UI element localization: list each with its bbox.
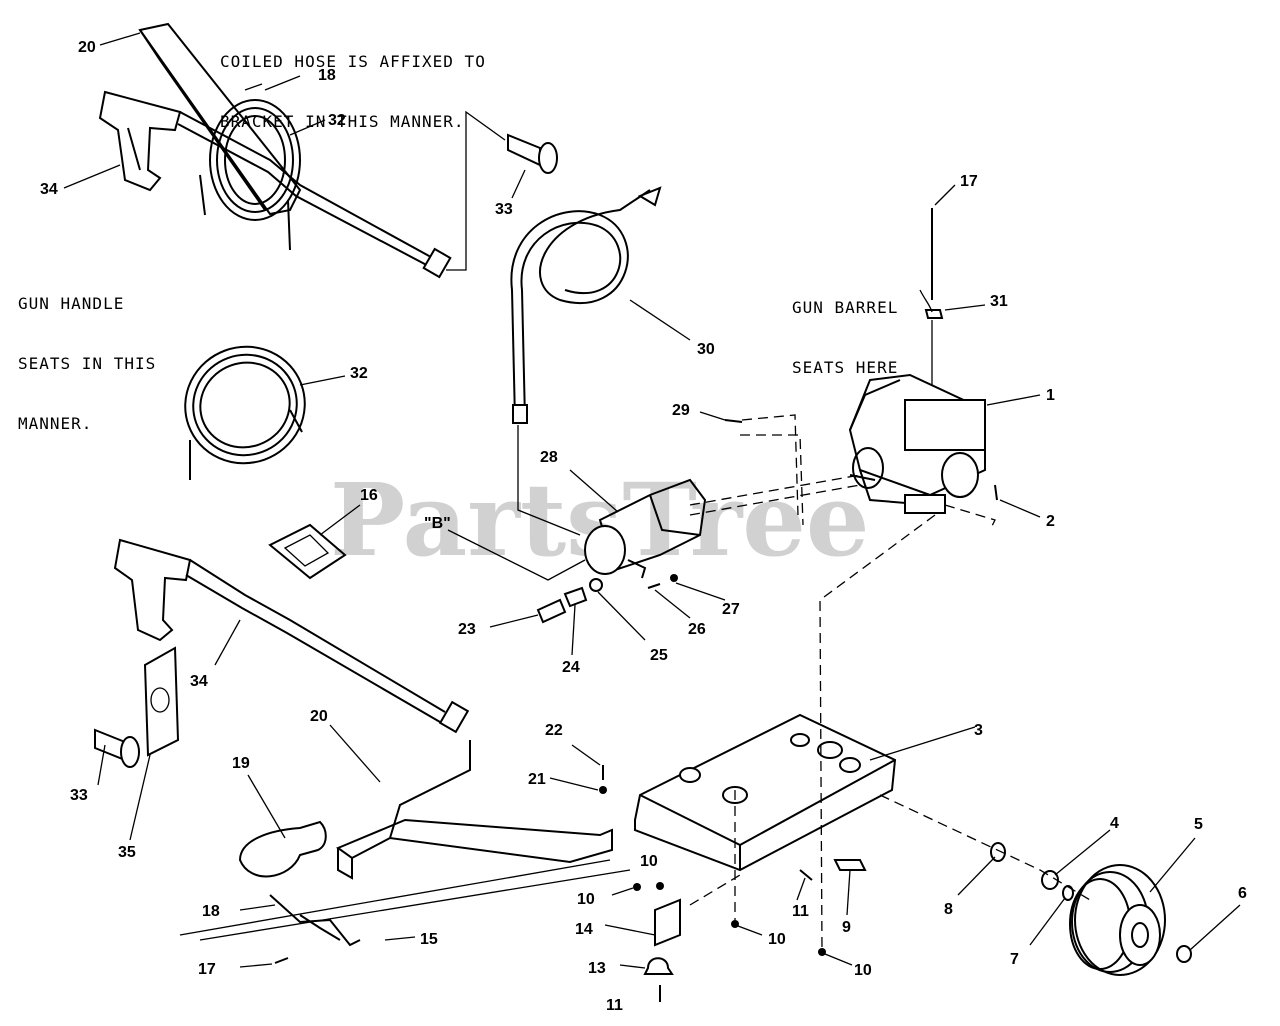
part-5-wheel <box>1069 837 1196 976</box>
part-3-base-frame <box>634 713 976 872</box>
callout-c31: 31 <box>990 293 1008 310</box>
callout-c10d: 10 <box>854 962 872 979</box>
note-line: MANNER. <box>18 414 93 433</box>
part-32-hose-coil <box>184 345 346 480</box>
part-28-pump <box>569 469 707 579</box>
note-line: BRACKET IN THIS MANNER. <box>220 112 465 131</box>
part-16-decal <box>268 504 361 580</box>
note-line: COILED HOSE IS AFFIXED TO <box>220 52 486 71</box>
callout-c35: 35 <box>118 844 136 861</box>
callout-c20b: 20 <box>310 708 328 725</box>
callout-c24: 24 <box>562 659 580 676</box>
gun-on-bracket-assembly <box>63 22 452 279</box>
callout-c14: 14 <box>575 921 593 938</box>
callout-c17a: 17 <box>960 173 978 190</box>
callout-c8: 8 <box>944 901 953 918</box>
callout-c10c: 10 <box>768 931 786 948</box>
part-30-hose <box>510 186 691 536</box>
part-20-handle <box>238 724 613 880</box>
callout-c22: 22 <box>545 722 563 739</box>
callout-c34a: 34 <box>40 181 58 198</box>
callout-c32a: 32 <box>328 112 346 129</box>
callout-c30: 30 <box>697 341 715 358</box>
callout-c20a: 20 <box>78 39 96 56</box>
callout-c10a: 10 <box>577 891 595 908</box>
note-line: GUN BARREL <box>792 298 899 317</box>
callout-c2: 2 <box>1046 513 1055 530</box>
callout-c15: 15 <box>420 931 438 948</box>
callout-c3: 3 <box>974 722 983 739</box>
callout-cB: "B" <box>424 515 451 532</box>
callout-c10b: 10 <box>640 853 658 870</box>
callout-c28: 28 <box>540 449 558 466</box>
callout-c33b: 33 <box>70 787 88 804</box>
callout-c32b: 32 <box>350 365 368 382</box>
callout-c6: 6 <box>1238 885 1247 902</box>
callout-c11b: 11 <box>606 997 623 1014</box>
gun-handle-note: GUN HANDLE SEATS IN THIS MANNER. <box>18 254 156 454</box>
callout-c33a: 33 <box>495 201 513 218</box>
callout-c1: 1 <box>1046 387 1055 404</box>
callout-c27: 27 <box>722 601 740 618</box>
callout-c23: 23 <box>458 621 476 638</box>
callout-c4: 4 <box>1110 815 1119 832</box>
part-1-engine <box>848 373 1041 514</box>
note-line: SEATS HERE <box>792 358 899 377</box>
callout-c16: 16 <box>360 487 378 504</box>
note-line: GUN HANDLE <box>18 294 125 313</box>
note-line: SEATS IN THIS <box>18 354 157 373</box>
callout-c17b: 17 <box>198 961 216 978</box>
coiled-hose-note: COILED HOSE IS AFFIXED TO BRACKET IN THI… <box>220 12 486 152</box>
callout-labels: 20183234333017311229321628"B"23242526273… <box>40 39 1247 1014</box>
part-33-top-fitting <box>507 133 558 199</box>
callout-c25: 25 <box>650 647 668 664</box>
callout-c5: 5 <box>1194 816 1203 833</box>
callout-c18a: 18 <box>318 67 336 84</box>
callout-c19: 19 <box>232 755 250 772</box>
callout-c13: 13 <box>588 960 606 977</box>
callout-c7: 7 <box>1010 951 1019 968</box>
callout-c34b: 34 <box>190 673 208 690</box>
gun-barrel-note: GUN BARREL SEATS HERE <box>792 258 898 398</box>
callout-c11a: 11 <box>792 903 809 920</box>
callout-c29: 29 <box>672 402 690 419</box>
callout-c26: 26 <box>688 621 706 638</box>
part-33-35-fitting <box>94 646 180 841</box>
callout-c9: 9 <box>842 919 851 936</box>
callout-c18b: 18 <box>202 903 220 920</box>
part-34-spray-gun <box>113 538 470 734</box>
callout-c21: 21 <box>528 771 546 788</box>
